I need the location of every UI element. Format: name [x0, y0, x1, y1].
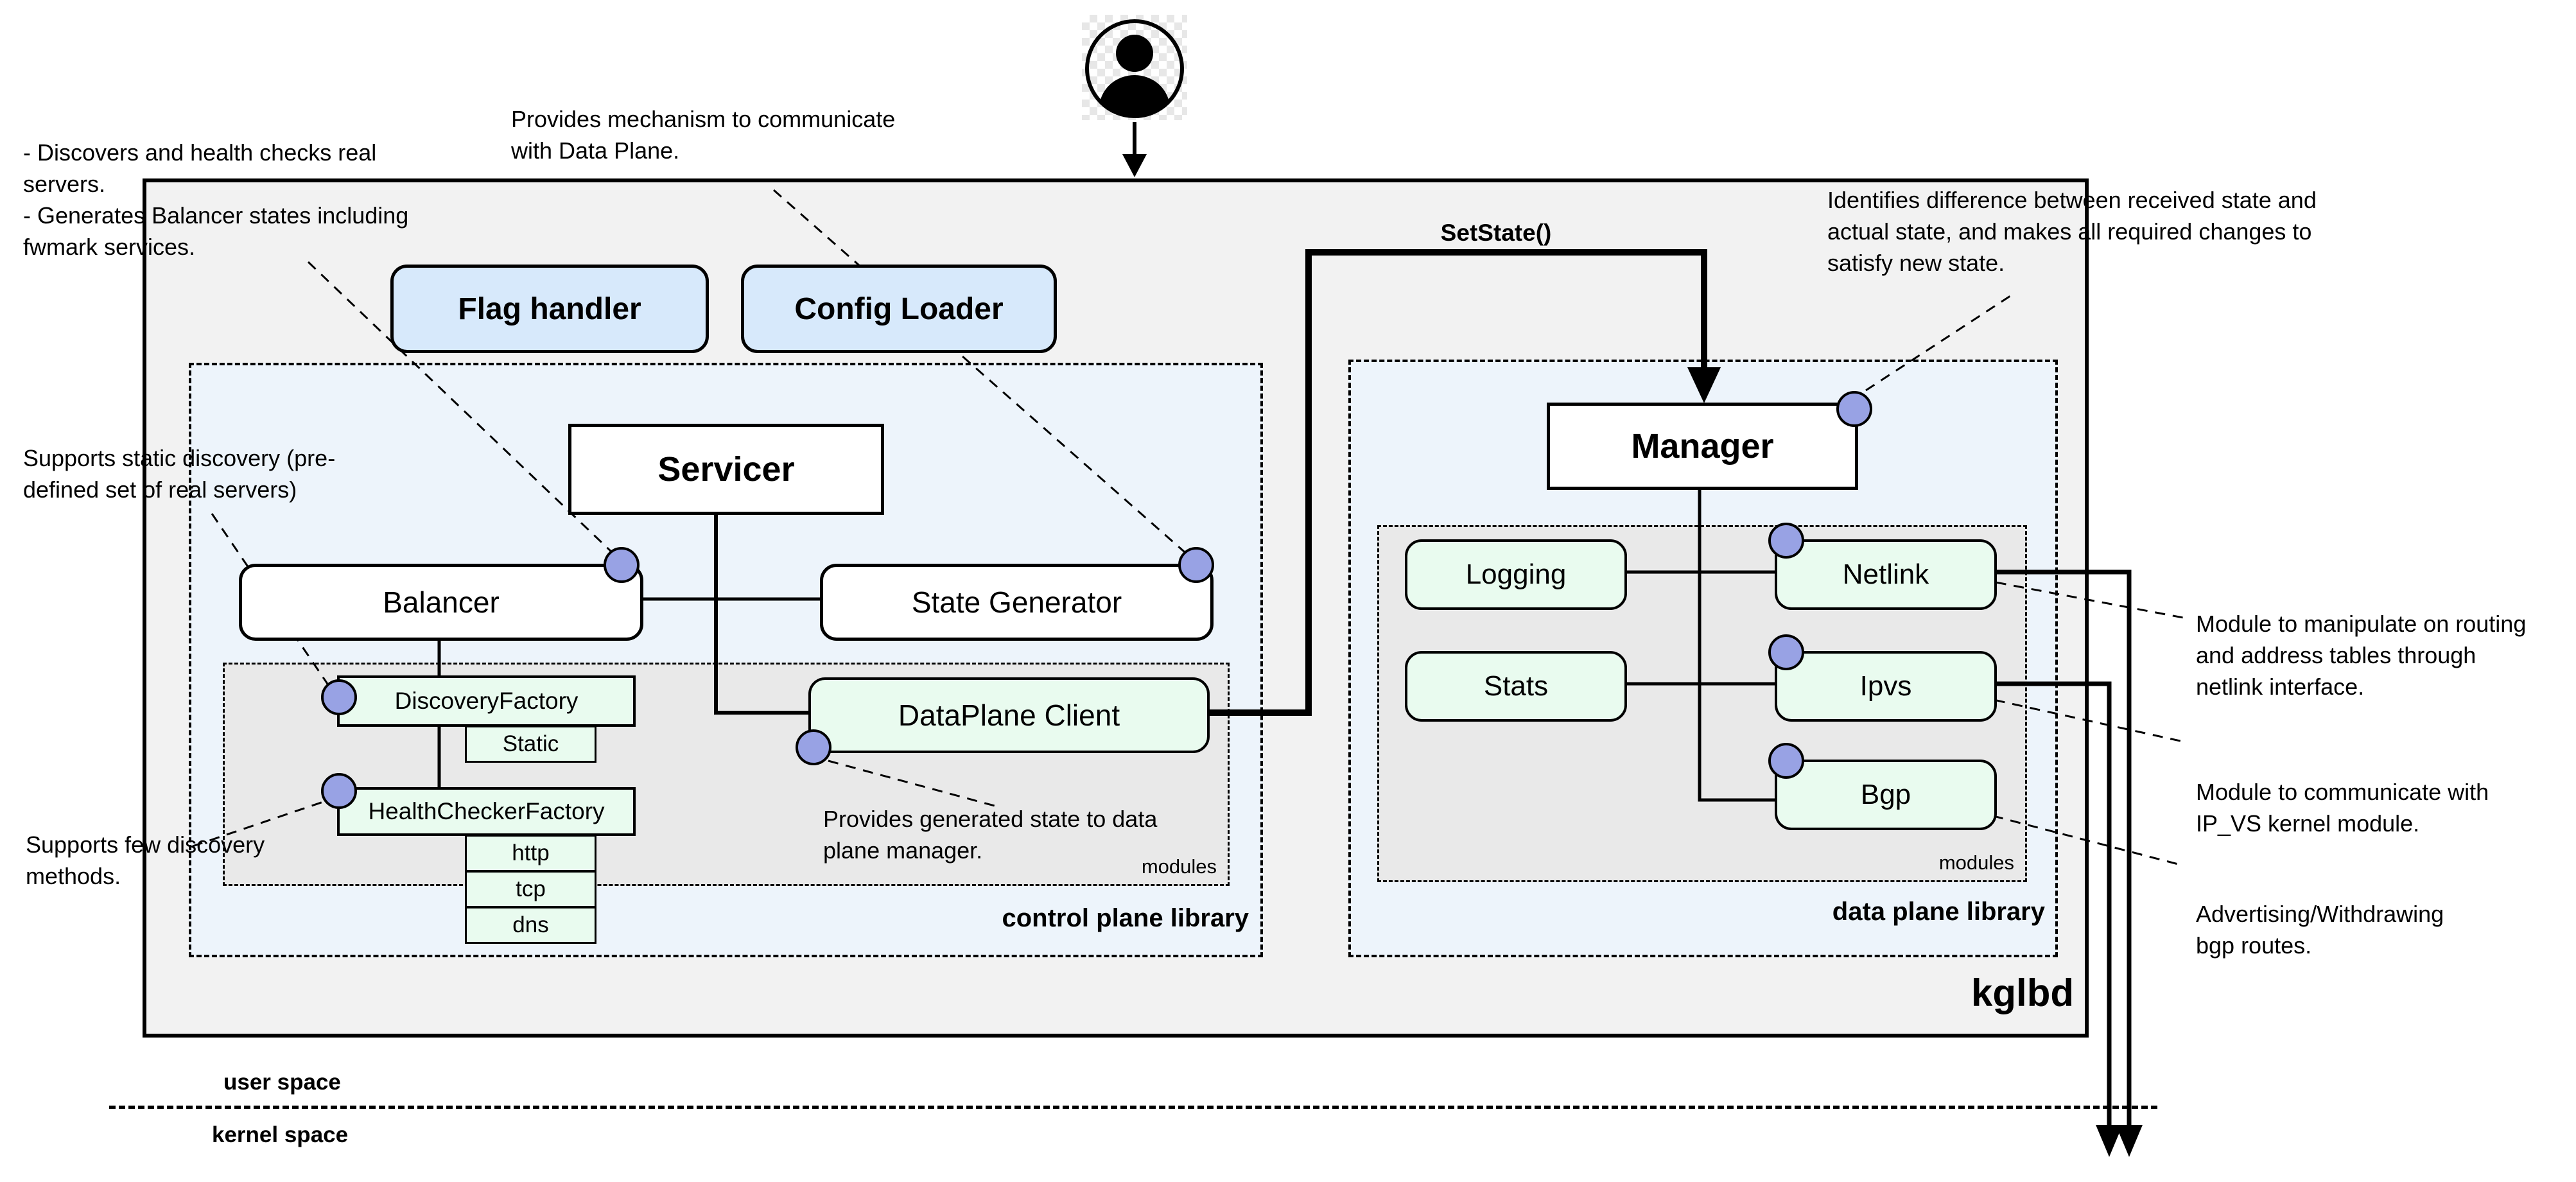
annotation-netlink-note: Module to manipulate on routing and addr…: [2196, 611, 2527, 700]
node-manager-label: Manager: [1631, 427, 1774, 465]
node-stats: Stats: [1405, 651, 1627, 722]
node-balancer-label: Balancer: [383, 586, 500, 619]
node-stats-label: Stats: [1483, 670, 1549, 702]
user-space-label: user space: [223, 1070, 341, 1095]
connector-dot-dataplane-client: [796, 729, 831, 765]
node-flag-handler: Flag handler: [390, 265, 709, 353]
annotation-bgp-note: Advertising/Withdrawing bgp routes.: [2196, 901, 2444, 959]
person-icon-glyph: [1085, 19, 1184, 118]
person-icon: [1082, 15, 1187, 120]
annotation-dataplane-client-note: Provides generated state to data plane m…: [823, 806, 1158, 864]
connector-dot-manager: [1836, 391, 1872, 427]
node-ipvs-label: Ipvs: [1859, 670, 1912, 702]
node-logging-label: Logging: [1465, 559, 1567, 590]
setstate-label: SetState(): [1440, 220, 1552, 246]
connector-dot-balancer: [604, 547, 640, 583]
annotation-discovery-note: Supports static discovery (pre- defined …: [23, 445, 336, 503]
node-config-loader: Config Loader: [741, 265, 1057, 353]
node-ipvs: Ipvs: [1775, 651, 1997, 722]
node-static-label: Static: [502, 731, 559, 756]
node-dataplane-client: DataPlane Client: [808, 677, 1210, 753]
node-tcp-label: tcp: [516, 876, 546, 901]
node-health-checker-factory-label: HealthCheckerFactory: [368, 798, 605, 824]
node-static: Static: [465, 726, 596, 763]
node-bgp-label: Bgp: [1860, 779, 1911, 810]
node-flag-handler-label: Flag handler: [458, 291, 641, 326]
annotation-ipvs-note: Module to communicate with IP_VS kernel …: [2196, 779, 2489, 837]
connector-dot-bgp: [1768, 743, 1804, 779]
node-dns: dns: [465, 907, 596, 944]
node-state-generator-label: State Generator: [911, 586, 1122, 619]
control-modules-label: modules: [1141, 855, 1217, 878]
node-manager: Manager: [1547, 403, 1858, 490]
annotation-balancer-note: - Discovers and health checks real serve…: [23, 139, 409, 260]
annotation-manager-note: Identifies difference between received s…: [1827, 187, 2317, 276]
annotation-state-generator-note: Provides mechanism to communicate with D…: [511, 106, 896, 164]
user-kernel-divider: [109, 1106, 2157, 1109]
node-bgp: Bgp: [1775, 760, 1997, 830]
node-dns-label: dns: [512, 912, 549, 937]
data-plane-library-label: data plane library: [1832, 898, 2045, 926]
node-netlink-label: Netlink: [1842, 559, 1929, 590]
connector-dot-netlink: [1768, 523, 1804, 559]
node-config-loader-label: Config Loader: [794, 291, 1004, 326]
node-discovery-factory: DiscoveryFactory: [337, 675, 636, 727]
connector-dot-discovery-factory: [321, 679, 357, 715]
node-http-label: http: [512, 840, 550, 865]
node-servicer-label: Servicer: [657, 450, 795, 489]
data-modules-label: modules: [1938, 851, 2014, 874]
node-health-checker-factory: HealthCheckerFactory: [337, 787, 636, 836]
kernel-space-label: kernel space: [212, 1122, 349, 1147]
connector-dot-state-generator: [1178, 547, 1214, 583]
node-state-generator: State Generator: [820, 564, 1214, 641]
connector-dot-health-checker: [321, 773, 357, 809]
annotation-healthchecker-note: Supports few discovery methods.: [26, 831, 265, 889]
node-servicer: Servicer: [568, 424, 884, 515]
connector-dot-ipvs: [1768, 634, 1804, 670]
node-tcp: tcp: [465, 871, 596, 908]
node-logging: Logging: [1405, 539, 1627, 610]
node-dataplane-client-label: DataPlane Client: [898, 699, 1120, 732]
node-discovery-factory-label: DiscoveryFactory: [394, 688, 579, 714]
person-arrow: [1122, 122, 1147, 177]
node-balancer: Balancer: [239, 564, 643, 641]
node-netlink: Netlink: [1775, 539, 1997, 610]
kglbd-title: kglbd: [1971, 971, 2074, 1014]
node-http: http: [465, 835, 596, 872]
control-plane-library-label: control plane library: [1002, 904, 1249, 932]
